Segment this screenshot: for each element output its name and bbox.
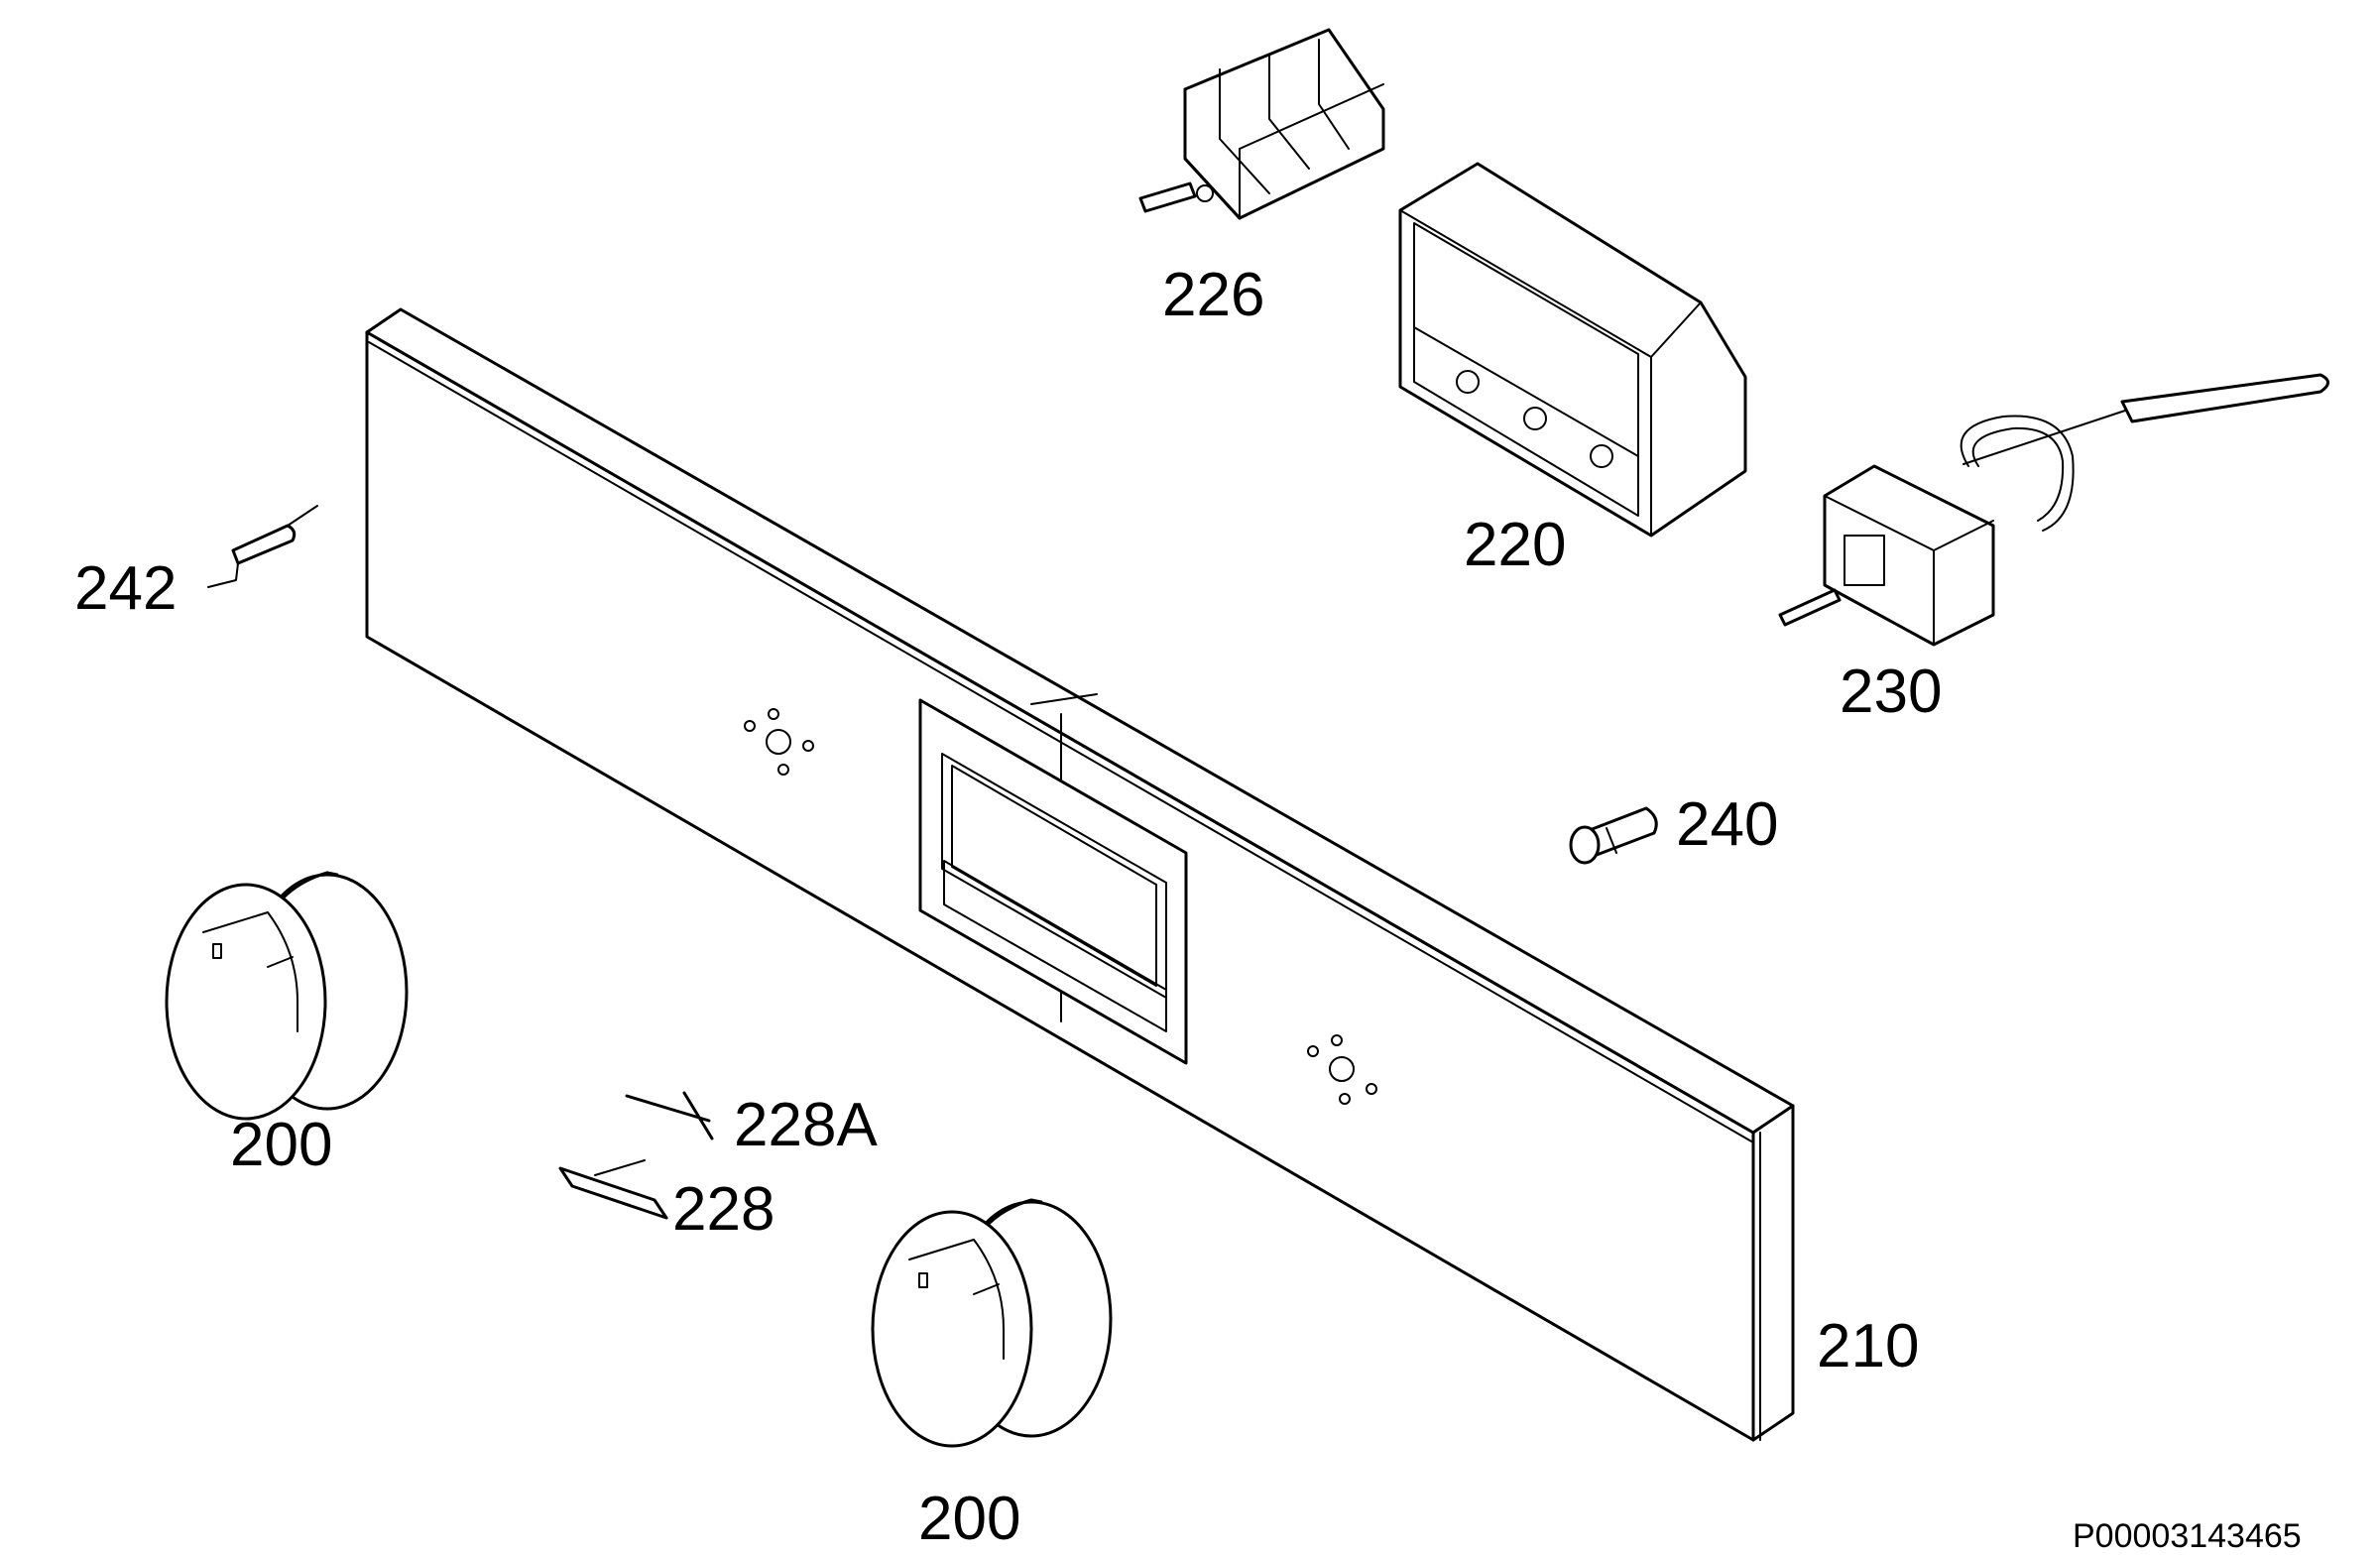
label-242: 242 <box>74 554 177 623</box>
lamp-240 <box>1569 806 1658 865</box>
label-228A: 228A <box>734 1091 878 1159</box>
label-200-lower: 200 <box>918 1485 1020 1553</box>
knob-200-lower <box>871 1198 1113 1448</box>
pin-228 <box>558 1159 668 1220</box>
label-200-upper: 200 <box>230 1111 332 1179</box>
label-228: 228 <box>672 1175 774 1244</box>
label-230: 230 <box>1840 658 1942 726</box>
control-panel-210 <box>365 307 1795 1442</box>
programmer-module-220 <box>1398 162 1747 538</box>
knob-200-upper <box>165 871 409 1121</box>
label-226: 226 <box>1162 261 1264 329</box>
pin-228A <box>625 1091 714 1140</box>
drawing-reference-number: P00003143465 <box>2073 1517 2302 1555</box>
label-240: 240 <box>1676 790 1778 859</box>
connector-242 <box>207 505 318 588</box>
thermostat-230 <box>1778 373 2329 647</box>
selector-switch-226 <box>1138 28 1385 220</box>
label-220: 220 <box>1464 511 1566 579</box>
label-210: 210 <box>1817 1312 1919 1380</box>
